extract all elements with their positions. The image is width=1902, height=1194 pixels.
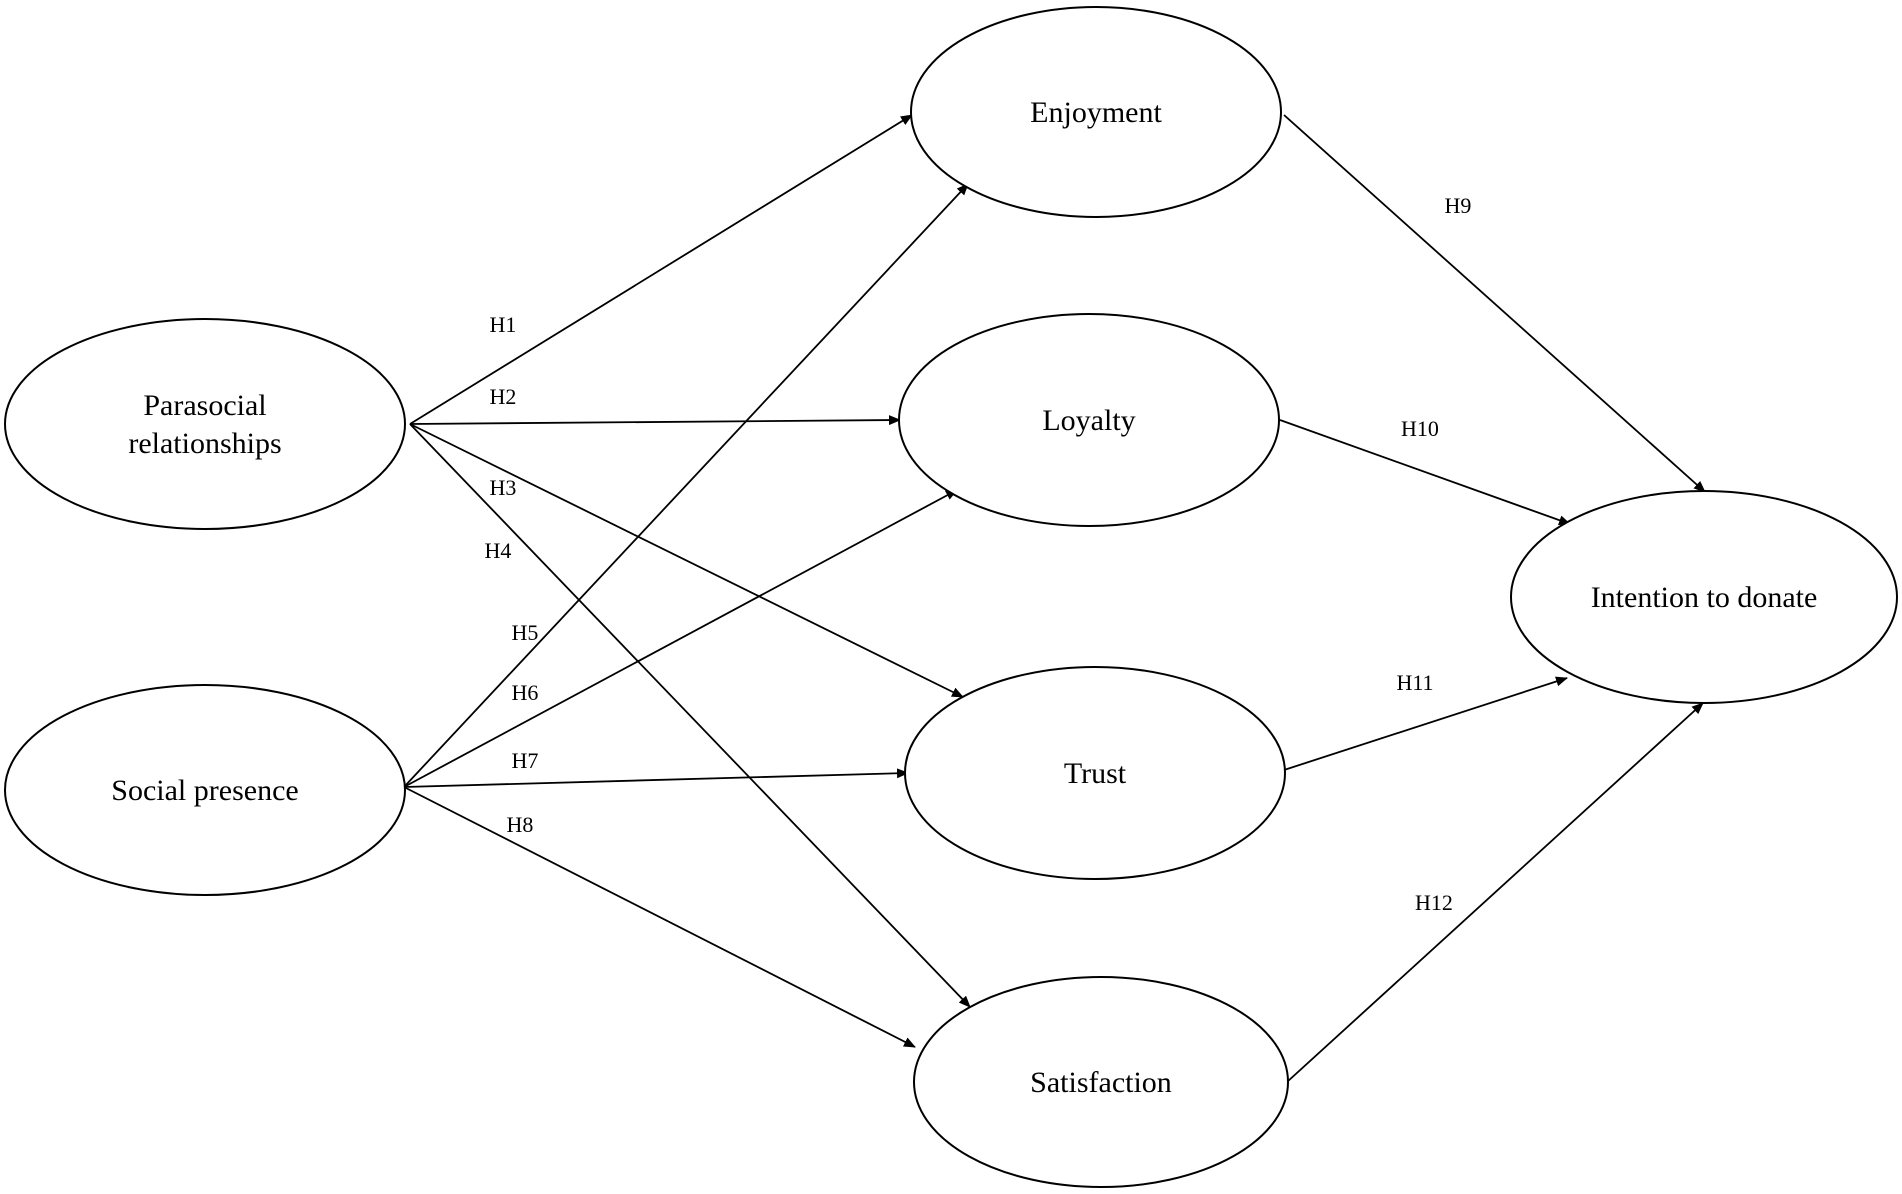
- edge-label-h12: H12: [1415, 890, 1453, 915]
- edge-label-h9: H9: [1445, 193, 1472, 218]
- edge-label-h6: H6: [512, 680, 539, 705]
- edge-label-h4: H4: [485, 538, 512, 563]
- edge-satisfaction-to-intention: [1286, 702, 1704, 1083]
- edge-enjoyment-to-intention: [1283, 114, 1706, 493]
- edge-trust-to-intention: [1283, 676, 1568, 771]
- node-parasocial-ellipse: [4, 318, 406, 530]
- node-trust: Trust: [904, 666, 1286, 880]
- node-loyalty: Loyalty: [898, 313, 1280, 527]
- node-trust-label: Trust: [1064, 757, 1127, 790]
- edge-label-h3: H3: [490, 475, 517, 500]
- edge-label-h1: H1: [490, 312, 517, 337]
- node-satisfaction-label: Satisfaction: [1030, 1066, 1172, 1099]
- edge-parasocial-to-satisfaction: [409, 423, 971, 1008]
- node-parasocial-label: relationships: [128, 427, 281, 460]
- node-parasocial: Parasocial relationships: [4, 318, 406, 530]
- edge-label-h11: H11: [1396, 670, 1433, 695]
- node-trust-ellipse: [904, 666, 1286, 880]
- node-loyalty-ellipse: [898, 313, 1280, 527]
- edges-layer: [403, 114, 1706, 1083]
- node-social-label: Social presence: [111, 774, 298, 807]
- edge-parasocial-to-enjoyment: [409, 114, 913, 425]
- edge-label-h5: H5: [512, 620, 539, 645]
- edge-social-to-enjoyment: [403, 183, 969, 788]
- node-satisfaction-ellipse: [913, 976, 1289, 1188]
- node-enjoyment: Enjoyment: [910, 6, 1282, 218]
- node-intention: Intention to donate: [1510, 490, 1898, 704]
- edge-label-h8: H8: [507, 812, 534, 837]
- edge-social-to-trust: [403, 768, 909, 788]
- edge-loyalty-to-intention: [1279, 419, 1571, 525]
- node-intention-label: Intention to donate: [1591, 581, 1818, 614]
- node-satisfaction: Satisfaction: [913, 976, 1289, 1188]
- edge-social-to-satisfaction: [403, 786, 916, 1048]
- edge-label-h10: H10: [1401, 416, 1439, 441]
- node-social-ellipse: [4, 684, 406, 896]
- node-parasocial-label: Parasocial: [143, 389, 266, 422]
- edge-parasocial-to-loyalty: [409, 415, 901, 426]
- edge-label-h2: H2: [490, 384, 517, 409]
- edge-parasocial-to-trust: [409, 423, 964, 698]
- node-enjoyment-label: Enjoyment: [1030, 96, 1162, 129]
- edge-label-h7: H7: [512, 748, 539, 773]
- node-loyalty-label: Loyalty: [1042, 404, 1135, 437]
- node-intention-ellipse: [1510, 490, 1898, 704]
- edge-social-to-loyalty: [403, 489, 958, 788]
- node-enjoyment-ellipse: [910, 6, 1282, 218]
- node-social: Social presence: [4, 684, 406, 896]
